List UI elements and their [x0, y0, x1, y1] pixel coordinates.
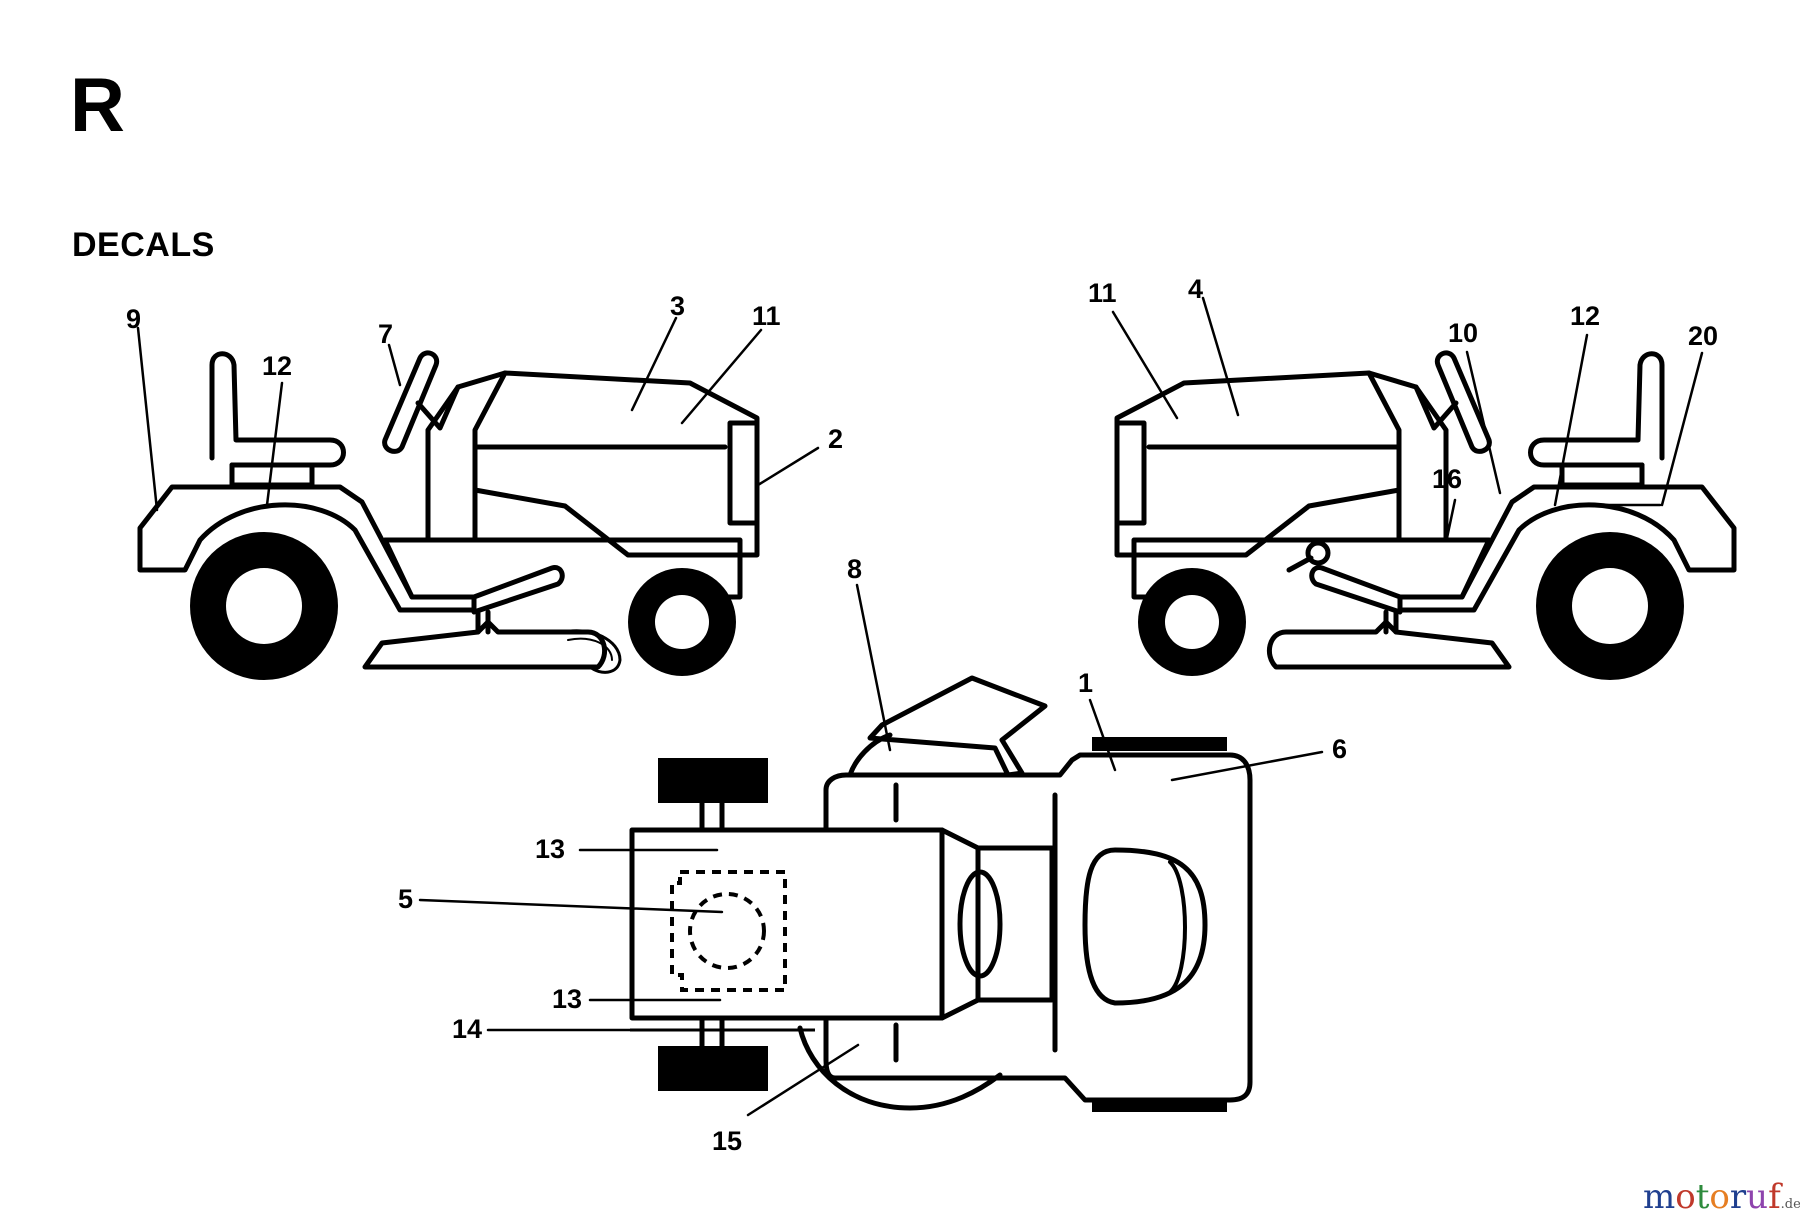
callout-12b: 12 — [1570, 301, 1600, 331]
left-front-hub — [655, 595, 709, 649]
callout-13b: 13 — [552, 984, 582, 1014]
left-hood — [472, 370, 760, 558]
leader-8 — [855, 583, 892, 752]
left-wheels — [190, 532, 736, 680]
right-seat — [1528, 351, 1665, 468]
top-deck — [797, 732, 1003, 1111]
watermark-letter: m — [1643, 1177, 1676, 1217]
right-deck — [1266, 619, 1512, 670]
top-rear-tire-lower — [658, 1046, 768, 1091]
top-engine-circle — [688, 892, 766, 970]
section-letter: R — [70, 63, 125, 148]
leader-12b — [1553, 333, 1589, 507]
right-lever — [1286, 555, 1314, 573]
right-lever-knob — [1305, 540, 1331, 566]
callout-11a: 11 — [752, 301, 781, 331]
callout-8: 8 — [847, 554, 862, 584]
top-taper — [939, 827, 1055, 1021]
top-front-tire-upper — [1092, 737, 1227, 751]
callout-9: 9 — [126, 304, 141, 334]
callout-4: 4 — [1188, 274, 1203, 304]
watermark-suffix: .de — [1780, 1197, 1800, 1212]
right-hood — [1114, 370, 1402, 558]
callout-20: 20 — [1688, 321, 1718, 351]
callout-15: 15 — [712, 1126, 742, 1156]
right-pedal — [1309, 565, 1403, 615]
right-deck-link-front — [1383, 609, 1399, 635]
callout-7: 7 — [378, 319, 393, 349]
top-rear-tire-upper — [658, 758, 768, 803]
right-side-view — [1114, 350, 1737, 680]
callout-16: 16 — [1432, 464, 1462, 494]
leader-11a — [680, 328, 763, 425]
left-steering-column — [415, 384, 461, 431]
right-rear-hub — [1572, 568, 1648, 644]
top-body — [823, 752, 1253, 1103]
leader-15 — [746, 1043, 860, 1117]
top-rear-body — [629, 827, 945, 1021]
leader-1 — [1088, 698, 1117, 772]
leader-5 — [418, 898, 724, 914]
left-dash — [425, 370, 508, 543]
leader-6 — [1170, 750, 1324, 782]
watermark-letter: u — [1746, 1177, 1769, 1217]
top-hood-inner — [1168, 860, 1187, 994]
leader-16 — [1445, 498, 1457, 540]
left-deck-chute — [558, 629, 622, 674]
top-chute — [867, 675, 1048, 778]
callout-5: 5 — [398, 884, 413, 914]
section-title: DECALS — [72, 226, 215, 264]
right-steering-column — [1413, 384, 1459, 431]
top-steering-oval — [957, 869, 1003, 979]
leader-12a — [265, 381, 284, 507]
right-dash — [1366, 370, 1449, 543]
leader-11b — [1111, 310, 1179, 420]
leader-2 — [756, 446, 820, 487]
leader-3 — [630, 316, 678, 412]
callout-12a: 12 — [262, 351, 292, 381]
leader-4 — [1201, 296, 1240, 417]
callout-1: 1 — [1078, 668, 1093, 698]
callout-10: 10 — [1448, 318, 1478, 348]
watermark-letter: t — [1695, 1177, 1710, 1217]
right-grille — [1114, 420, 1147, 526]
watermark-letter: f — [1768, 1177, 1781, 1217]
top-engine-box — [670, 870, 787, 992]
leader-10 — [1465, 350, 1502, 495]
callout-2: 2 — [828, 424, 843, 454]
top-rear-axle-lower — [699, 1015, 725, 1049]
top-hood-oval — [1082, 847, 1208, 1006]
left-deck-chute-inner — [567, 637, 613, 661]
left-deck — [362, 619, 608, 670]
leader-7 — [387, 343, 402, 387]
right-steering-wheel — [1434, 350, 1492, 454]
watermark-letter: o — [1675, 1177, 1696, 1217]
top-view — [629, 675, 1253, 1112]
callout-14: 14 — [452, 1014, 482, 1044]
callout-3: 3 — [670, 291, 685, 321]
callout-13a: 13 — [535, 834, 565, 864]
left-deck-link-front — [475, 609, 491, 635]
left-rear-hub — [226, 568, 302, 644]
leader-20 — [1660, 351, 1704, 507]
left-steering-wheel — [382, 350, 440, 454]
leader-9 — [136, 326, 159, 512]
left-grille — [727, 420, 760, 526]
right-seat-base — [1559, 462, 1645, 488]
callout-11b: 11 — [1088, 278, 1117, 308]
right-front-hub — [1165, 595, 1219, 649]
callout-labels: 9 12 7 3 11 2 11 4 10 12 20 16 8 1 6 13 … — [126, 274, 1718, 1156]
left-seat — [209, 351, 346, 468]
watermark-letter: r — [1729, 1177, 1747, 1217]
watermark-letter: o — [1709, 1177, 1730, 1217]
leader-lines — [136, 296, 1704, 1117]
top-rear-axle-upper — [699, 800, 725, 833]
callout-6: 6 — [1332, 734, 1347, 764]
watermark-logo: motoruf.de — [1643, 1180, 1800, 1214]
left-pedal — [471, 565, 565, 615]
